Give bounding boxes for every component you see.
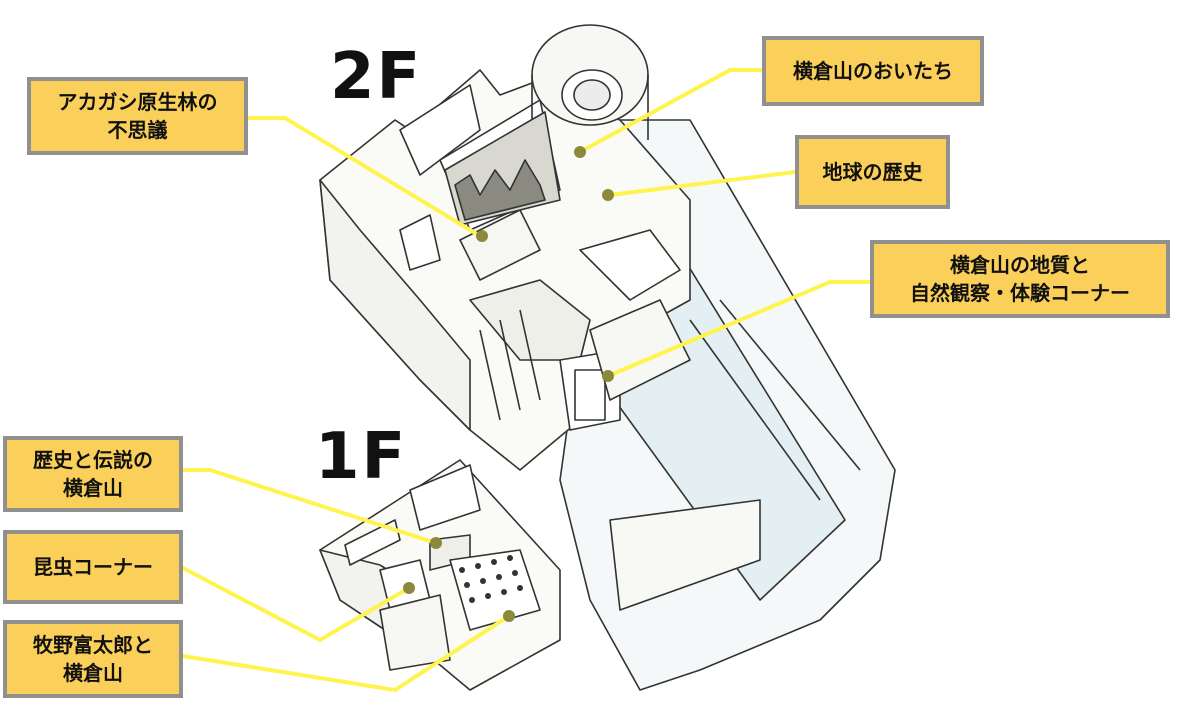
dot-geology <box>602 370 614 382</box>
callout-yokokura-origin: 横倉山のおいたち <box>762 36 984 106</box>
leader-earth-history <box>608 170 797 197</box>
forest-mural <box>444 111 561 226</box>
first-floor-building <box>319 459 561 691</box>
callout-insect-corner: 昆虫コーナー <box>3 530 183 604</box>
dot-earth-history <box>602 189 614 201</box>
callout-history-legend: 歴史と伝説の 横倉山 <box>3 436 183 512</box>
callout-makino-tomitaro: 牧野富太郎と 横倉山 <box>3 620 183 698</box>
dot-insect <box>403 582 415 594</box>
leader-legend <box>181 468 438 545</box>
floor-label-1f: 1F <box>315 420 408 494</box>
dot-akagashi <box>476 230 488 242</box>
floor-label-2f: 2F <box>330 40 423 114</box>
round-tower <box>531 24 649 150</box>
dot-makino <box>503 610 515 622</box>
callout-akagashi-forest: アカガシ原生林の 不思議 <box>27 77 248 155</box>
first-floor-seats <box>459 555 523 603</box>
callout-earth-history: 地球の歴史 <box>795 135 950 209</box>
dot-legend <box>430 537 442 549</box>
leader-insect <box>181 566 411 643</box>
leader-oitachi <box>578 68 764 154</box>
callout-geology-nature: 横倉山の地質と 自然観察・体験コーナー <box>870 240 1170 318</box>
leader-makino <box>181 614 511 693</box>
leader-akagashi <box>246 116 482 238</box>
dot-oitachi <box>574 146 586 158</box>
leader-geology <box>606 280 872 378</box>
